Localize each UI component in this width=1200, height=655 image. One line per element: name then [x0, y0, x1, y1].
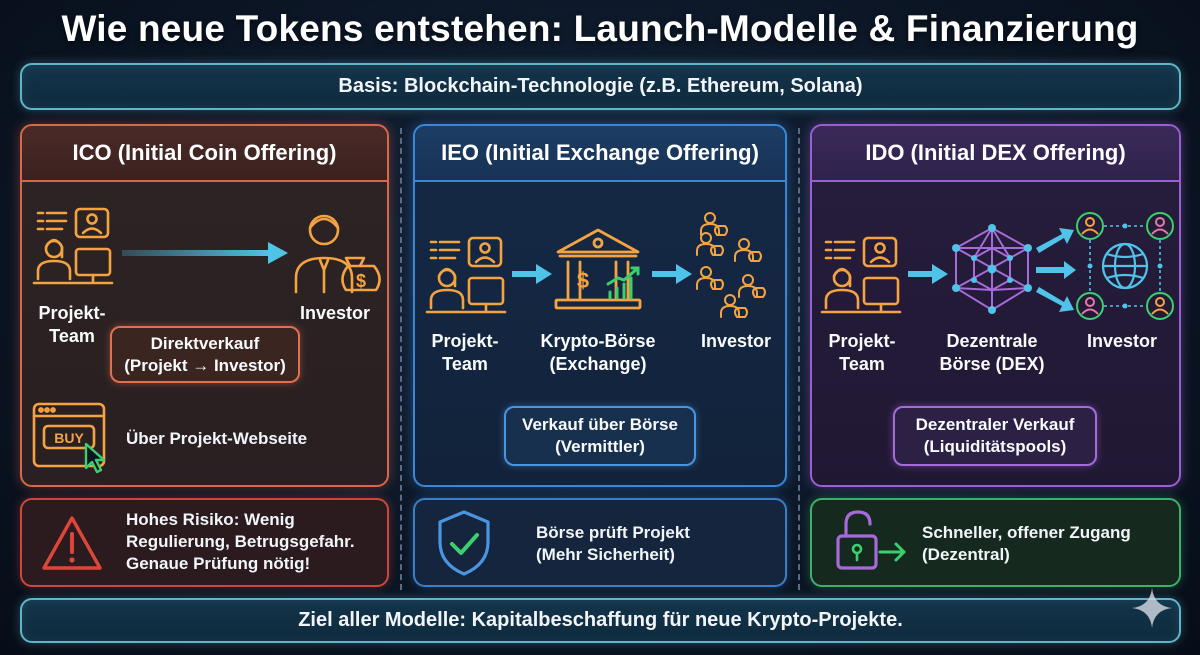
sale-line2: (Liquiditätspools) [923, 437, 1067, 456]
exchange-line2: (Exchange) [549, 354, 647, 374]
info-line2: (Mehr Sicherheit) [536, 545, 675, 564]
project-team-icon [425, 236, 507, 314]
info-line2: (Dezentral) [922, 545, 1010, 564]
base-technology-text: Basis: Blockchain-Technologie (z.B. Ethe… [338, 75, 863, 97]
team-label-line2: Team [839, 354, 885, 374]
divider-right [798, 128, 800, 590]
direct-sale-arrow [122, 242, 288, 264]
sale-line2: (Vermittler) [555, 437, 645, 456]
ieo-investor-label: Investor [700, 331, 772, 351]
distribution-arrows-icon [1036, 228, 1076, 312]
buy-button-text: BUY [54, 430, 84, 446]
unlock-icon [836, 510, 906, 570]
svg-text:$: $ [577, 268, 589, 293]
ido-dex-label: Dezentrale Börse (DEX) [926, 330, 1058, 376]
team-label-line1: Projekt- [431, 331, 499, 351]
arrow-right-icon [908, 264, 948, 284]
goal-text: Ziel aller Modelle: Kapitalbeschaffung f… [298, 609, 903, 631]
ieo-team-label: Projekt- Team [415, 330, 515, 376]
dex-network-icon [952, 224, 1032, 314]
sale-line1: Direktverkauf [150, 333, 260, 353]
exchange-bank-icon: $ [554, 228, 642, 310]
ido-heading: IDO (Initial DEX Offering) [812, 126, 1179, 182]
warning-icon [42, 516, 102, 570]
ido-team-label: Projekt- Team [812, 330, 912, 376]
ico-risk-box [20, 498, 389, 587]
ieo-security-box [413, 498, 787, 587]
dex-line1: Dezentrale [946, 331, 1038, 351]
ieo-exchange-label: Krypto-Börse (Exchange) [528, 330, 668, 376]
ido-investor-label: Investor [1086, 331, 1158, 351]
team-label-line1: Projekt- [828, 331, 896, 351]
buy-webpage-icon: BUY [32, 402, 106, 474]
ico-direct-sale-badge: Direktverkauf (Projekt → Investor) [110, 326, 300, 383]
risk-line2: Regulierung, Betrugsgefahr. [126, 532, 355, 551]
info-line1: Börse prüft Projekt [536, 523, 690, 542]
team-label-line1: Projekt- [38, 303, 106, 323]
sale-line1: Verkauf über Börse [522, 415, 678, 434]
investor-icon: $ [294, 214, 381, 294]
svg-text:$: $ [356, 271, 366, 291]
sparkle-icon [1132, 588, 1172, 628]
shield-check-icon [438, 510, 490, 576]
ico-website-label: Über Projekt-Webseite [126, 429, 308, 448]
ido-access-box [810, 498, 1181, 587]
sale-line2: (Projekt → Investor) [124, 355, 286, 375]
ico-heading: ICO (Initial Coin Offering) [22, 126, 387, 182]
ico-team-label: Projekt- Team [22, 302, 122, 348]
arrow-right-icon [652, 264, 692, 284]
base-technology-bar: Basis: Blockchain-Technologie (z.B. Ethe… [20, 63, 1181, 110]
risk-line3: Genaue Prüfung nötig! [126, 554, 311, 573]
investor-group-icon [696, 212, 766, 318]
ido-access-text: Schneller, offener Zugang (Dezentral) [922, 522, 1172, 566]
risk-line1: Hohes Risiko: Wenig [126, 510, 295, 529]
goal-bar: Ziel aller Modelle: Kapitalbeschaffung f… [20, 598, 1181, 643]
ico-investor-label: Investor [299, 303, 371, 323]
ico-risk-text: Hohes Risiko: Wenig Regulierung, Betrugs… [126, 509, 386, 575]
ieo-sale-badge: Verkauf über Börse (Vermittler) [504, 406, 696, 466]
dex-line2: Börse (DEX) [939, 354, 1045, 374]
ido-sale-badge: Dezentraler Verkauf (Liquiditätspools) [893, 406, 1097, 466]
ieo-heading: IEO (Initial Exchange Offering) [415, 126, 785, 182]
project-team-icon [820, 236, 902, 314]
divider-left [400, 128, 402, 590]
info-line1: Schneller, offener Zugang [922, 523, 1131, 542]
arrow-right-icon [512, 264, 552, 284]
sale-line1: Dezentraler Verkauf [915, 415, 1075, 434]
page-title: Wie neue Tokens entstehen: Launch-Modell… [61, 8, 1139, 49]
project-team-icon [32, 207, 114, 285]
team-label-line2: Team [442, 354, 488, 374]
team-label-line2: Team [49, 326, 95, 346]
investor-network-icon [1076, 212, 1174, 320]
ieo-security-text: Börse prüft Projekt (Mehr Sicherheit) [536, 522, 776, 566]
exchange-line1: Krypto-Börse [540, 331, 656, 351]
